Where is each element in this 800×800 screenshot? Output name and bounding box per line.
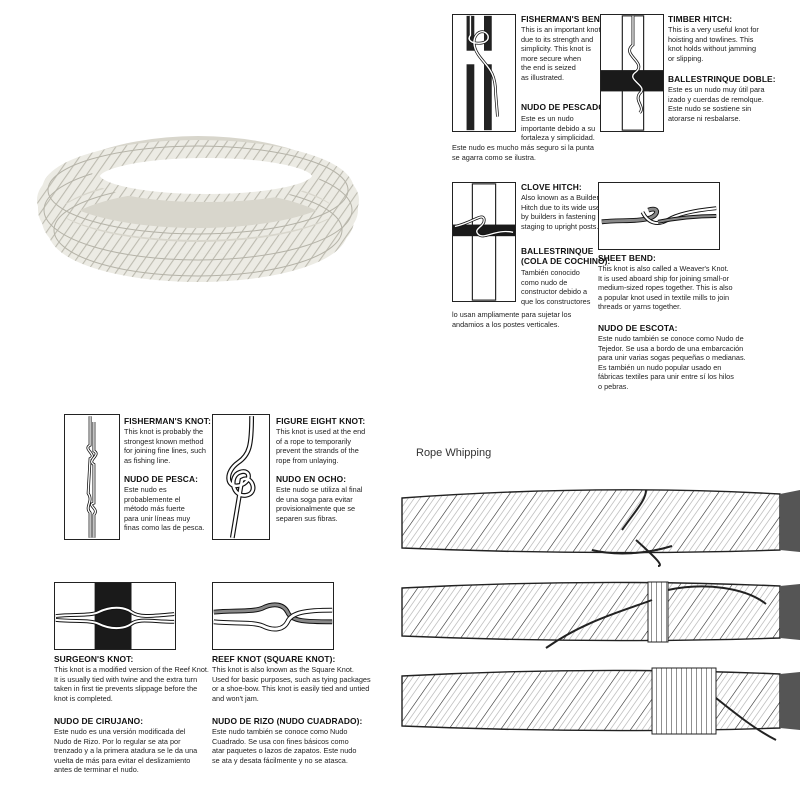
reef-knot-title: REEF KNOT (SQUARE KNOT): (212, 654, 336, 664)
surgeons-knot-es-text: Este nudo es una versión modificada del … (54, 727, 198, 775)
figure-eight-es-text: Este nudo se utiliza al final de una sog… (276, 485, 363, 523)
clove-hitch-illustration (452, 182, 516, 302)
surgeons-knot-illustration (54, 582, 176, 650)
timber-hitch-text: This is a very useful knot for hoisting … (668, 25, 759, 63)
fishermans-bend-illustration (452, 14, 516, 132)
figure-eight-text: This knot is used at the end of a rope t… (276, 427, 366, 465)
fishermans-bend-es-title: NUDO DE PESCADOR: (521, 102, 614, 112)
timber-hitch-illustration (600, 14, 664, 132)
sheet-bend-text: This knot is also called a Weaver's Knot… (598, 264, 733, 312)
reef-knot-es-title: NUDO DE RIZO (NUDO CUADRADO): (212, 716, 363, 726)
reef-knot-illustration (212, 582, 334, 650)
clove-hitch-title: CLOVE HITCH: (521, 182, 582, 192)
rope-whipping-illustration (396, 470, 800, 780)
surgeons-knot-text: This knot is a modified version of the R… (54, 665, 209, 703)
rope-coil-image (28, 118, 368, 288)
clove-hitch-text: Also known as a Builder's Hitch due to i… (521, 193, 604, 231)
fishermans-bend-es-text: Este es un nudo importante debido a su f… (521, 114, 596, 143)
fishermans-knot-es-title: NUDO DE PESCA: (124, 474, 198, 484)
sheet-bend-es-text: Este nudo también se conoce como Nudo de… (598, 334, 746, 391)
figure-eight-title: FIGURE EIGHT KNOT: (276, 416, 366, 426)
fishermans-bend-es-text-wide: Este nudo es mucho más seguro si la punt… (452, 143, 594, 162)
clove-hitch-es-text: También conocido como nudo de constructo… (521, 268, 591, 306)
clove-hitch-es-text-wide: lo usan ampliamente para sujetar los and… (452, 310, 572, 329)
sheet-bend-title: SHEET BEND: (598, 253, 656, 263)
timber-hitch-title: TIMBER HITCH: (668, 14, 733, 24)
reef-knot-text: This knot is also known as the Square Kn… (212, 665, 371, 703)
fishermans-bend-title: FISHERMAN'S BEND: (521, 14, 609, 24)
fishermans-knot-text: This knot is probably the strongest know… (124, 427, 206, 465)
figure-eight-es-title: NUDO EN OCHO: (276, 474, 347, 484)
fishermans-knot-title: FISHERMAN'S KNOT: (124, 416, 211, 426)
fishermans-knot-illustration (64, 414, 120, 540)
clove-hitch-es-title: BALLESTRINQUE (COLA DE COCHINO): (521, 246, 611, 266)
timber-hitch-es-title: BALLESTRINQUE DOBLE: (668, 74, 776, 84)
timber-hitch-es-text: Este es un nudo muy útil para izado y cu… (668, 85, 765, 123)
sheet-bend-illustration (598, 182, 720, 250)
fishermans-bend-text: This is an important knot due to its str… (521, 25, 601, 82)
surgeons-knot-title: SURGEON'S KNOT: (54, 654, 134, 664)
surgeons-knot-es-title: NUDO DE CIRUJANO: (54, 716, 144, 726)
reef-knot-es-text: Este nudo también se conoce como Nudo Cu… (212, 727, 357, 765)
figure-eight-illustration (212, 414, 270, 540)
rope-whipping-caption: Rope Whipping (416, 447, 492, 459)
sheet-bend-es-title: NUDO DE ESCOTA: (598, 323, 678, 333)
fishermans-knot-es-text: Este nudo es probablemente el método más… (124, 485, 205, 533)
